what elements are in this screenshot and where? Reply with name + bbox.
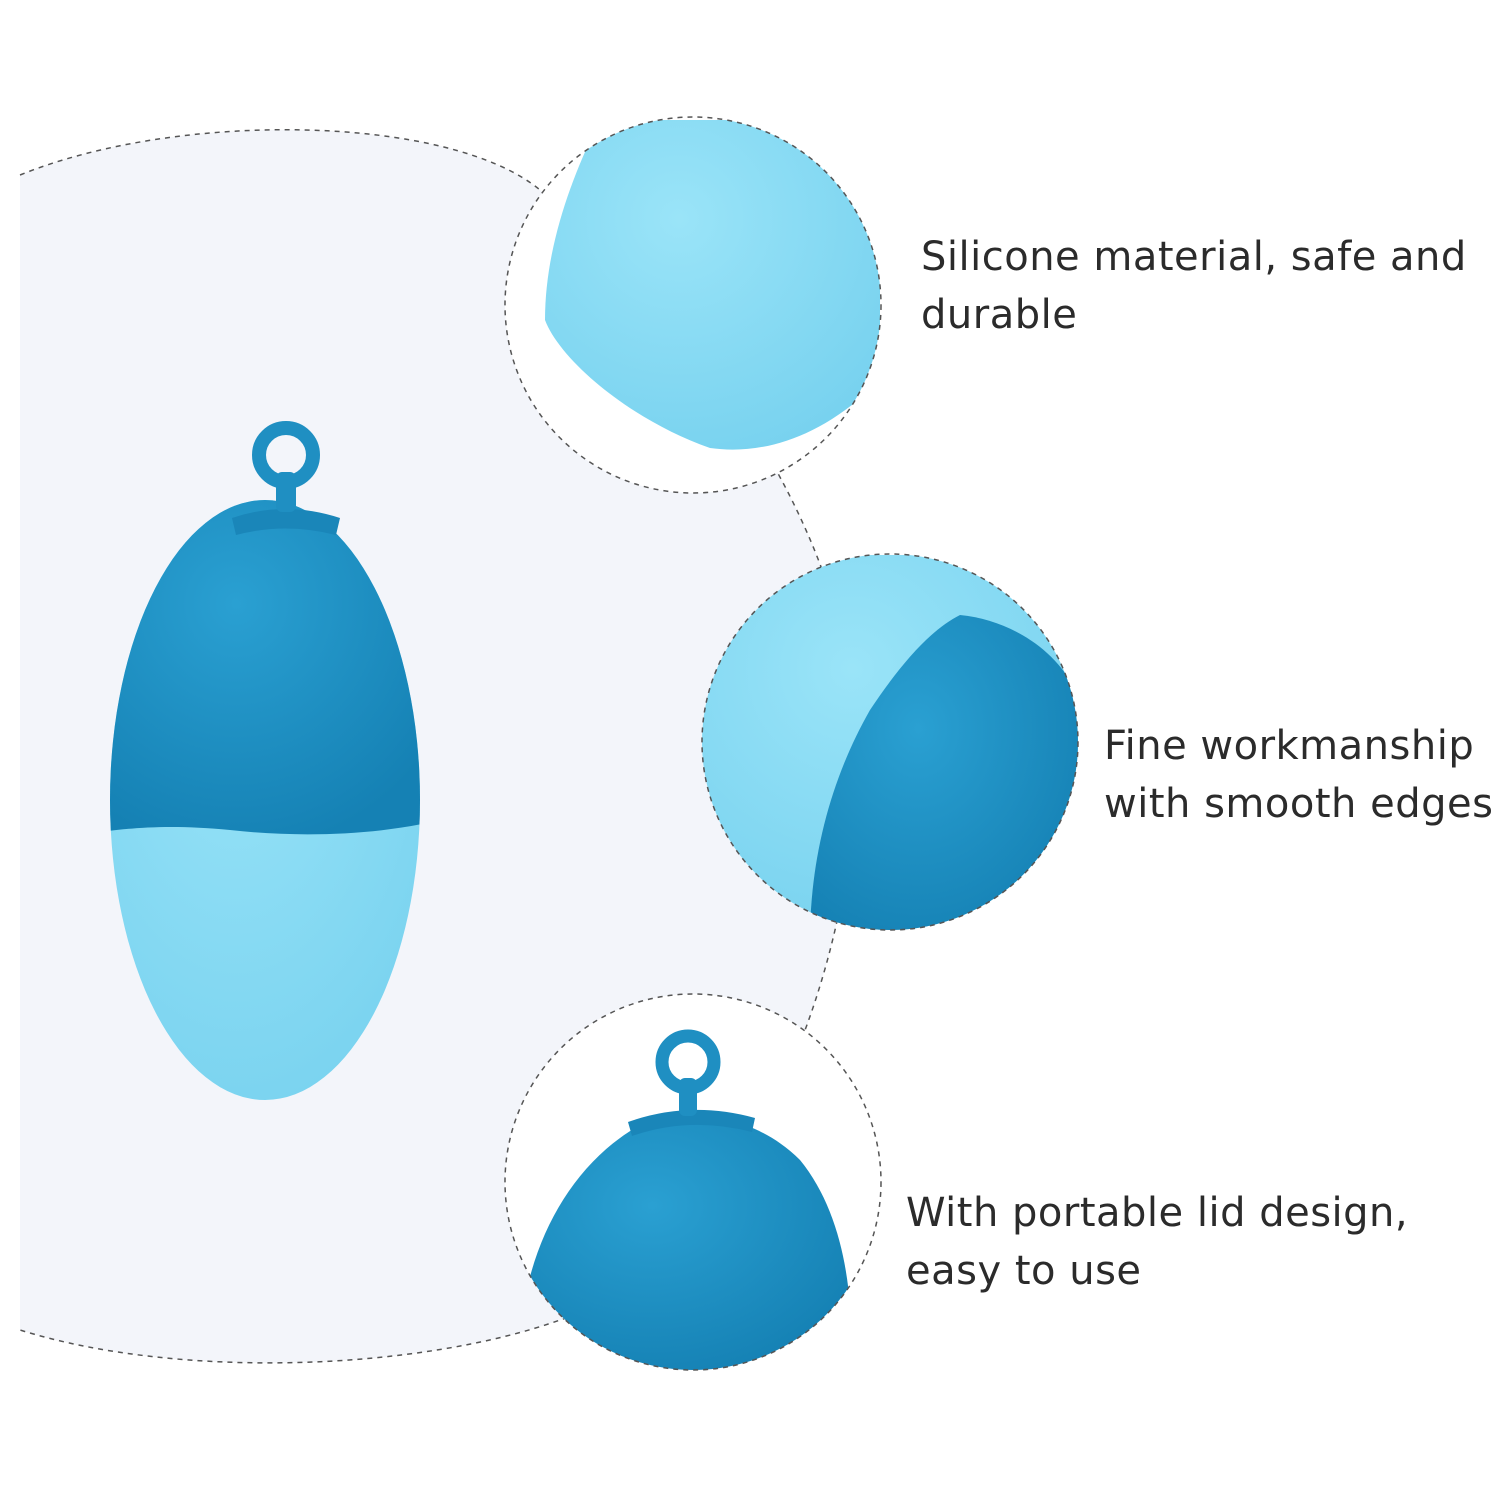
feature-line: with smooth edges xyxy=(1104,781,1494,827)
feature-line: Silicone material, safe and xyxy=(921,234,1467,280)
feature-line: easy to use xyxy=(906,1248,1142,1294)
silicone-case-full-image xyxy=(110,421,420,1100)
silicone-case-lid-closeup xyxy=(504,993,882,1371)
feature-text-material: Silicone material, safe and durable xyxy=(921,228,1467,344)
feature-text-lid-design: With portable lid design, easy to use xyxy=(906,1184,1408,1300)
feature-line: With portable lid design, xyxy=(906,1190,1409,1236)
silicone-case-bottom-closeup xyxy=(504,116,882,494)
feature-text-workmanship: Fine workmanship with smooth edges xyxy=(1104,717,1493,833)
feature-line: durable xyxy=(921,292,1078,338)
feature-line: Fine workmanship xyxy=(1104,723,1475,769)
silicone-case-seam-closeup xyxy=(701,553,1079,931)
